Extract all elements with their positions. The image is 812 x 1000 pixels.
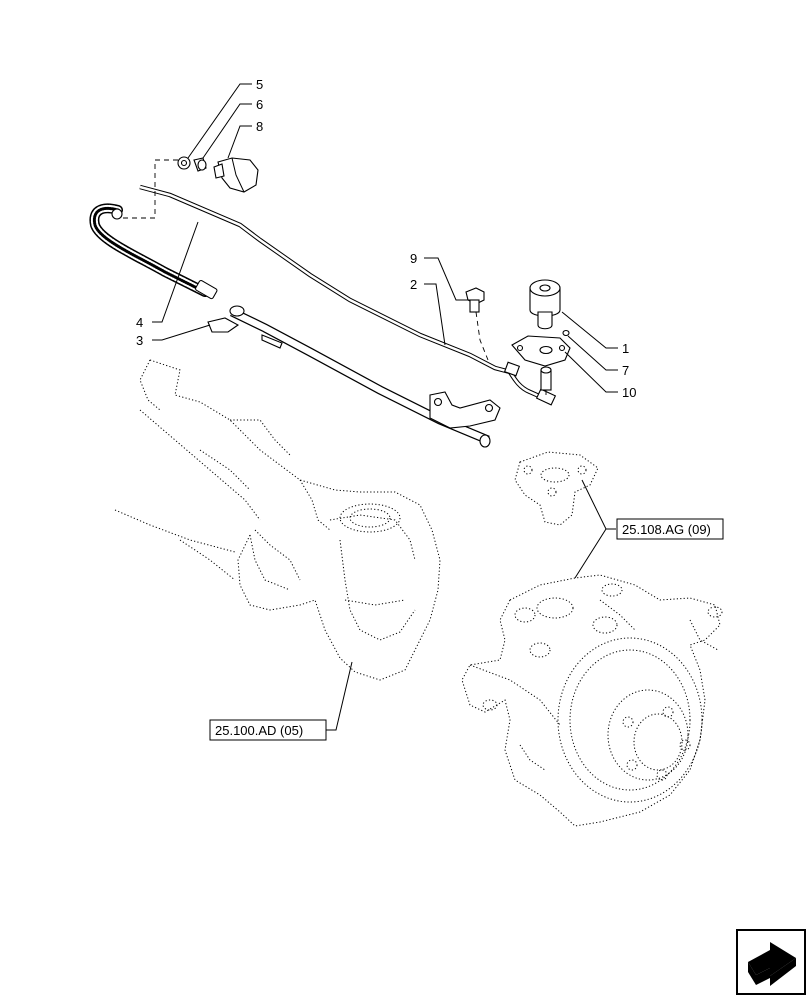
hub-carrier: [461, 574, 723, 827]
hose-part-4: [89, 203, 218, 300]
assembly-lines: [120, 159, 547, 398]
callout-3: 3: [136, 333, 143, 348]
callout-1: 1: [622, 341, 629, 356]
axle-housing: [114, 359, 441, 681]
reference-box-25-100[interactable]: 25.100.AD (05): [209, 719, 327, 741]
pipe-part-2: [139, 184, 557, 406]
pin-part-7: [562, 329, 570, 337]
next-page-arrow-icon[interactable]: [736, 929, 806, 995]
reference-label-25-100: 25.100.AD (05): [215, 723, 303, 738]
fitting-part-6: [193, 157, 207, 172]
callout-5: 5: [256, 77, 263, 92]
callout-6: 6: [256, 97, 263, 112]
callout-7: 7: [622, 363, 629, 378]
leader-lines: [152, 83, 618, 731]
upper-pivot: [514, 451, 599, 526]
callout-4: 4: [136, 315, 143, 330]
plate-part-10: [511, 335, 571, 391]
cap-part-8: [213, 157, 259, 193]
callout-2: 2: [410, 277, 417, 292]
callout-8: 8: [256, 119, 263, 134]
callout-10: 10: [622, 385, 636, 400]
sleeve-part-1: [529, 279, 561, 330]
tube-part-3: [207, 305, 501, 448]
seal-part-5: [177, 156, 191, 170]
reference-box-25-108[interactable]: 25.108.AG (09): [616, 518, 724, 540]
callout-9: 9: [410, 251, 417, 266]
reference-label-25-108: 25.108.AG (09): [622, 522, 711, 537]
